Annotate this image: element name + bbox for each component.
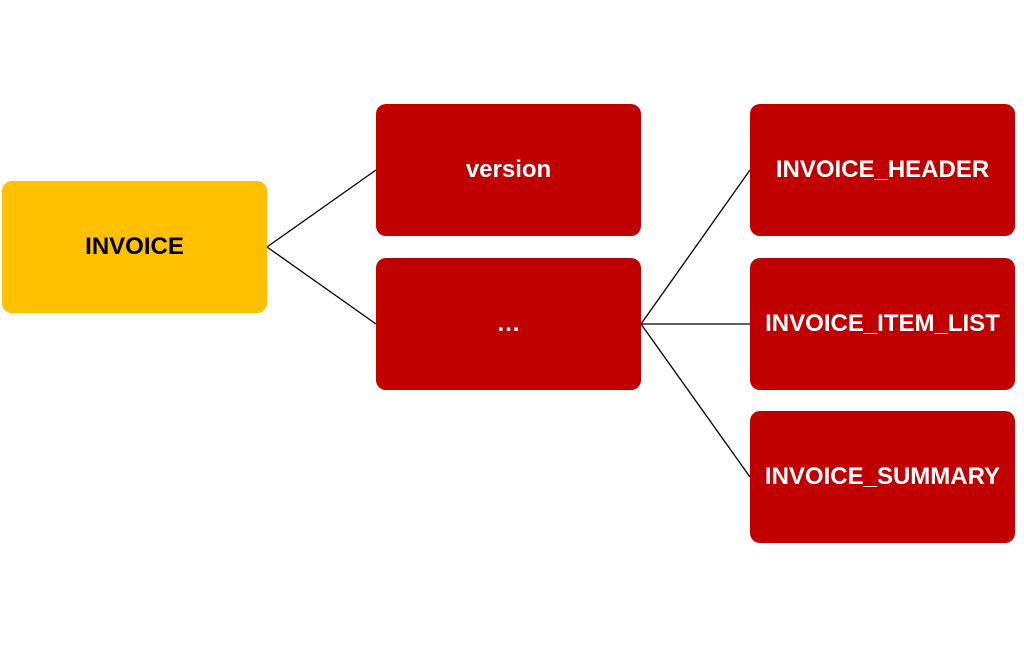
node-ellipsis-label: … [496, 310, 521, 337]
connector-invoice-version [266, 169, 377, 248]
node-invoice-summary: INVOICE_SUMMARY [750, 411, 1015, 543]
node-version: version [376, 104, 641, 236]
node-invoice-header: INVOICE_HEADER [750, 104, 1015, 236]
node-invoice-label: INVOICE [85, 233, 184, 260]
connector-ellipsis-header [640, 169, 751, 325]
node-invoice-header-label: INVOICE_HEADER [775, 156, 990, 183]
node-invoice-summary-label: INVOICE_SUMMARY [764, 463, 1001, 490]
node-version-label: version [465, 156, 552, 183]
node-invoice-item-list-label: INVOICE_ITEM_LIST [765, 310, 1000, 337]
connector-invoice-ellipsis [266, 246, 377, 325]
node-ellipsis: … [376, 258, 641, 390]
connector-ellipsis-summary [640, 323, 751, 478]
node-invoice-item-list: INVOICE_ITEM_LIST [750, 258, 1015, 390]
node-invoice: INVOICE [2, 181, 267, 313]
